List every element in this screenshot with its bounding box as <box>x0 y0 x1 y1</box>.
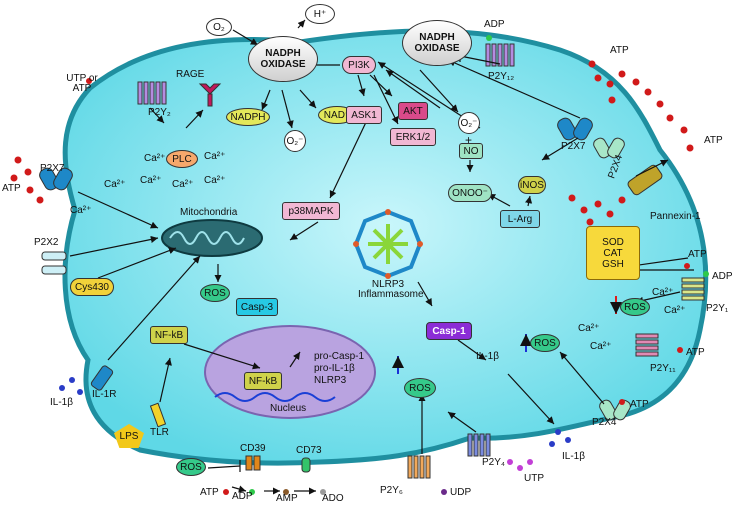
p38mapk-box: p38MAPK <box>282 202 340 220</box>
pathway-arrows <box>69 19 694 495</box>
p2y6-label: P2Y₆ <box>380 485 403 496</box>
udp-dot <box>441 489 447 495</box>
cat-label: CAT <box>603 247 623 259</box>
ca-plc-d: Ca²⁺ <box>172 179 194 190</box>
p2x7-right-label: P2X7 <box>561 141 586 152</box>
nfkb-in-box: NF-kB <box>244 372 282 390</box>
adp-dots <box>249 35 709 495</box>
il1b-dots <box>59 377 571 447</box>
udp-label: UDP <box>450 487 472 498</box>
ros-p2y1-label: ROS <box>620 298 650 316</box>
plc-box: PLC <box>166 150 198 168</box>
ca-p2y1-a: Ca²⁺ <box>652 287 674 298</box>
nucleus-label: Nucleus <box>270 403 307 414</box>
pannexin-label: Pannexin-1 <box>650 211 701 222</box>
no-box: NO <box>459 143 483 159</box>
plus-sign: + <box>465 133 473 147</box>
erk12-box: ERK1/2 <box>390 128 436 146</box>
ca-left: Ca²⁺ <box>104 179 126 190</box>
gsh-label: GSH <box>602 258 624 270</box>
antioxidants-box: SOD CAT GSH <box>586 226 640 280</box>
nfkb-out-box: NF-kB <box>150 326 188 344</box>
atp-dots <box>10 60 694 495</box>
p2x2-label: P2X2 <box>34 237 59 248</box>
ado-dot <box>320 489 326 495</box>
tlr-label: TLR <box>150 427 169 438</box>
p2x4-bottom-label: P2X4 <box>592 417 617 428</box>
il1b-in-label: IL-1β <box>476 351 499 362</box>
nlrp3-inflammasome-label: NLRP3 Inflammasome <box>358 279 424 300</box>
ca-plc-b: Ca²⁺ <box>204 151 226 162</box>
nadph-label: NADPH <box>226 108 270 126</box>
p2y2-label: P2Y₂ <box>148 107 171 118</box>
ca-p2x7-left: Ca²⁺ <box>70 205 92 216</box>
p2y11-label: P2Y₁₁ <box>650 363 676 374</box>
inos-box: iNOS <box>518 176 546 194</box>
pro-il1b-label: pro-IL-1β <box>314 363 355 374</box>
ros-mito-label: ROS <box>200 284 230 302</box>
p2y4-label: P2Y₄ <box>482 457 505 468</box>
utp-or-atp-label: UTP or ATP <box>66 73 98 94</box>
ado-label: ADO <box>322 493 344 504</box>
ca-plc-a: Ca²⁺ <box>144 153 166 164</box>
ros-p2y11-label: ROS <box>530 334 560 352</box>
ca-p2y1-b: Ca²⁺ <box>664 305 686 316</box>
cd73-label: CD73 <box>296 445 322 456</box>
ca-p2y11-a: Ca²⁺ <box>578 323 600 334</box>
ca-p2y11-b: Ca²⁺ <box>590 341 612 352</box>
nadph-oxidase-2: NADPH OXIDASE <box>402 20 472 66</box>
nucleus <box>204 325 376 419</box>
utp-bottom-label: UTP <box>524 473 544 484</box>
receptor-shapes <box>39 43 705 479</box>
ca-plc-c: Ca²⁺ <box>140 175 162 186</box>
rage-label: RAGE <box>176 69 205 80</box>
amp-label: AMP <box>276 493 298 504</box>
h-plus-label: H⁺ <box>305 4 335 24</box>
superoxide-2-label: O₂⁻ <box>458 112 480 134</box>
onoo-box: ONOO⁻ <box>448 184 492 202</box>
il1r-label: IL-1R <box>92 389 117 400</box>
casp3-box: Casp-3 <box>236 298 278 316</box>
atp-topright-label: ATP <box>610 45 629 56</box>
adp-bottom-label: ADP <box>232 491 253 502</box>
adp-p2y1-label: ADP <box>712 271 733 282</box>
pi3k-box: PI3K <box>342 56 376 74</box>
sod-label: SOD <box>602 236 624 248</box>
amp-dot <box>283 489 289 495</box>
nlrp3-inflammasome-icon <box>353 209 423 279</box>
atp-right-label: ATP <box>704 135 723 146</box>
atp-p2y11-label: ATP <box>686 347 705 358</box>
pro-casp1-label: pro-Casp-1 <box>314 351 365 362</box>
il1b-right-label: IL-1β <box>562 451 585 462</box>
p2y12-label: P2Y₁₂ <box>488 71 515 82</box>
superoxide-1-label: O₂⁻ <box>284 130 306 152</box>
ask1-box: ASK1 <box>346 106 382 124</box>
p2x7-left-label: P2X7 <box>40 163 65 174</box>
atp-p2y1-label: ATP <box>688 249 707 260</box>
atp-left-label: ATP <box>2 183 21 194</box>
adp-top-label: ADP <box>484 19 505 30</box>
p2y1-label: P2Y₁ <box>706 303 729 314</box>
ros-p2y6-label: ROS <box>404 378 436 398</box>
cys430-box: Cys430 <box>70 278 114 296</box>
dna-strand-icon <box>214 392 336 402</box>
atp-bottom-label: ATP <box>200 487 219 498</box>
atp-p2x4-bottom-label: ATP <box>630 399 649 410</box>
cd39-label: CD39 <box>240 443 266 454</box>
il1b-left-label: IL-1β <box>50 397 73 408</box>
o2-top-label: O₂ <box>206 18 232 36</box>
ros-bottom-label: ROS <box>176 458 206 476</box>
mitochondria <box>161 219 263 257</box>
akt-box: AKT <box>398 102 428 120</box>
nadph-oxidase-1: NADPH OXIDASE <box>248 36 318 82</box>
casp1-box: Casp-1 <box>426 322 472 340</box>
ca-plc-e: Ca²⁺ <box>204 175 226 186</box>
nlrp3-label: NLRP3 <box>314 375 347 386</box>
utp-dots <box>507 459 533 471</box>
larg-box: L-Arg <box>500 210 540 228</box>
mitochondria-label: Mitochondria <box>180 207 238 218</box>
